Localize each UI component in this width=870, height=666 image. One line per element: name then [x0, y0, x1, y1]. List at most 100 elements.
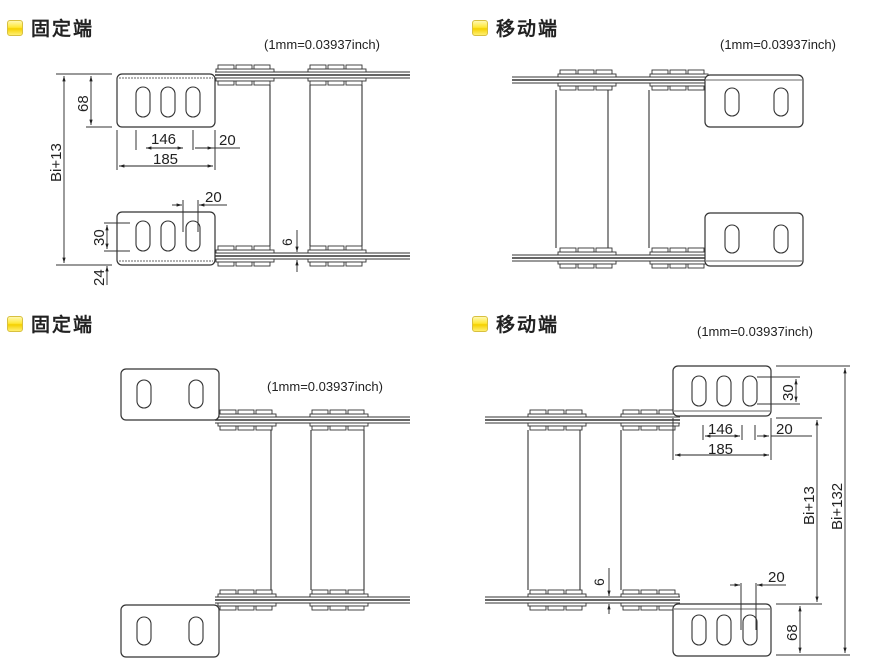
- dimension-label: 24: [91, 269, 108, 286]
- link-plate-base: [217, 602, 277, 607]
- link-plate-base: [217, 413, 277, 418]
- link-plate: [529, 589, 547, 595]
- link-plate: [559, 263, 577, 269]
- link-plate-base: [307, 258, 367, 263]
- link-plate: [565, 605, 583, 611]
- link-plate: [311, 589, 329, 595]
- link-plate-base: [309, 593, 369, 598]
- link-plate: [559, 69, 577, 75]
- link-plate-base: [217, 593, 277, 598]
- section-title-label: 移动端: [496, 314, 560, 336]
- link-plate: [347, 425, 365, 431]
- dimension-label: 6: [591, 578, 607, 586]
- mounting-bracket: [672, 365, 772, 417]
- link-plate: [658, 425, 676, 431]
- link-plate: [669, 263, 687, 269]
- link-plate: [327, 64, 345, 70]
- link-plate: [311, 409, 329, 415]
- mounting-slot: [188, 379, 204, 409]
- mounting-slot: [742, 375, 758, 407]
- link-plate: [327, 80, 345, 86]
- mounting-slot: [136, 616, 152, 646]
- link-plate: [237, 605, 255, 611]
- link-plate-base: [309, 422, 369, 427]
- unit-note: (1mm=0.03937inch): [697, 324, 813, 339]
- dimension-label: 68: [75, 95, 92, 112]
- mounting-slot: [185, 220, 201, 252]
- link-plate: [345, 245, 363, 251]
- link-plate: [622, 409, 640, 415]
- yellow-square-bullet-icon: [472, 19, 488, 36]
- link-plate: [235, 261, 253, 267]
- link-plate: [687, 247, 705, 253]
- link-plate: [595, 263, 613, 269]
- link-plate: [309, 261, 327, 267]
- link-plate: [687, 69, 705, 75]
- dimension-label: 146: [151, 131, 176, 148]
- link-plate: [347, 409, 365, 415]
- link-plate: [651, 85, 669, 91]
- link-plate: [345, 261, 363, 267]
- mounting-slot: [716, 375, 732, 407]
- mounting-slot: [135, 86, 151, 118]
- dimension-label: 30: [780, 384, 797, 401]
- dimension-label: 6: [279, 238, 295, 246]
- mounting-slot: [716, 614, 732, 646]
- link-plate: [547, 425, 565, 431]
- link-plate: [640, 605, 658, 611]
- link-plate: [311, 425, 329, 431]
- link-plate: [235, 80, 253, 86]
- link-plate: [595, 247, 613, 253]
- link-plate-base: [620, 593, 680, 598]
- link-plate: [253, 261, 271, 267]
- link-plate: [329, 425, 347, 431]
- dimension-label: 20: [768, 569, 785, 586]
- dimension-label: 185: [708, 441, 733, 458]
- unit-note: (1mm=0.03937inch): [720, 37, 836, 52]
- link-plate: [595, 85, 613, 91]
- link-plate-base: [217, 422, 277, 427]
- link-plate: [577, 247, 595, 253]
- link-plate: [577, 85, 595, 91]
- link-plate: [255, 589, 273, 595]
- link-plate-base: [527, 602, 587, 607]
- link-plate-base: [557, 260, 617, 265]
- link-plate: [327, 245, 345, 251]
- dimension-label: Bi+132: [829, 483, 846, 530]
- link-plate: [219, 425, 237, 431]
- link-plate: [651, 263, 669, 269]
- link-plate-base: [527, 422, 587, 427]
- unit-note: (1mm=0.03937inch): [264, 37, 380, 52]
- link-plate: [309, 64, 327, 70]
- unit-note: (1mm=0.03937inch): [267, 379, 383, 394]
- link-plate: [345, 64, 363, 70]
- mounting-slot: [724, 87, 740, 117]
- link-plate-base: [527, 413, 587, 418]
- link-plate: [640, 425, 658, 431]
- dimension-label: 20: [219, 132, 236, 149]
- link-plate: [547, 409, 565, 415]
- link-plate: [640, 409, 658, 415]
- link-plate: [595, 69, 613, 75]
- link-plate: [329, 409, 347, 415]
- link-plate: [622, 605, 640, 611]
- section-title-fixed-end-bottom: 固定端: [7, 310, 94, 337]
- mounting-bracket: [120, 368, 220, 421]
- mounting-slot: [691, 614, 707, 646]
- dimension-label: 30: [91, 229, 108, 246]
- link-plate-base: [620, 602, 680, 607]
- mounting-slot: [773, 224, 789, 254]
- link-plate: [651, 247, 669, 253]
- mounting-bracket: [116, 211, 216, 266]
- link-plate: [669, 247, 687, 253]
- dimension-label: Bi+13: [801, 486, 818, 525]
- link-plate: [255, 605, 273, 611]
- dimension-label: 185: [153, 151, 178, 168]
- mounting-bracket: [672, 603, 772, 657]
- mounting-slot: [724, 224, 740, 254]
- link-plate: [237, 409, 255, 415]
- section-title-moving-end-top: 移动端: [472, 14, 559, 41]
- link-plate: [651, 69, 669, 75]
- link-plate: [565, 589, 583, 595]
